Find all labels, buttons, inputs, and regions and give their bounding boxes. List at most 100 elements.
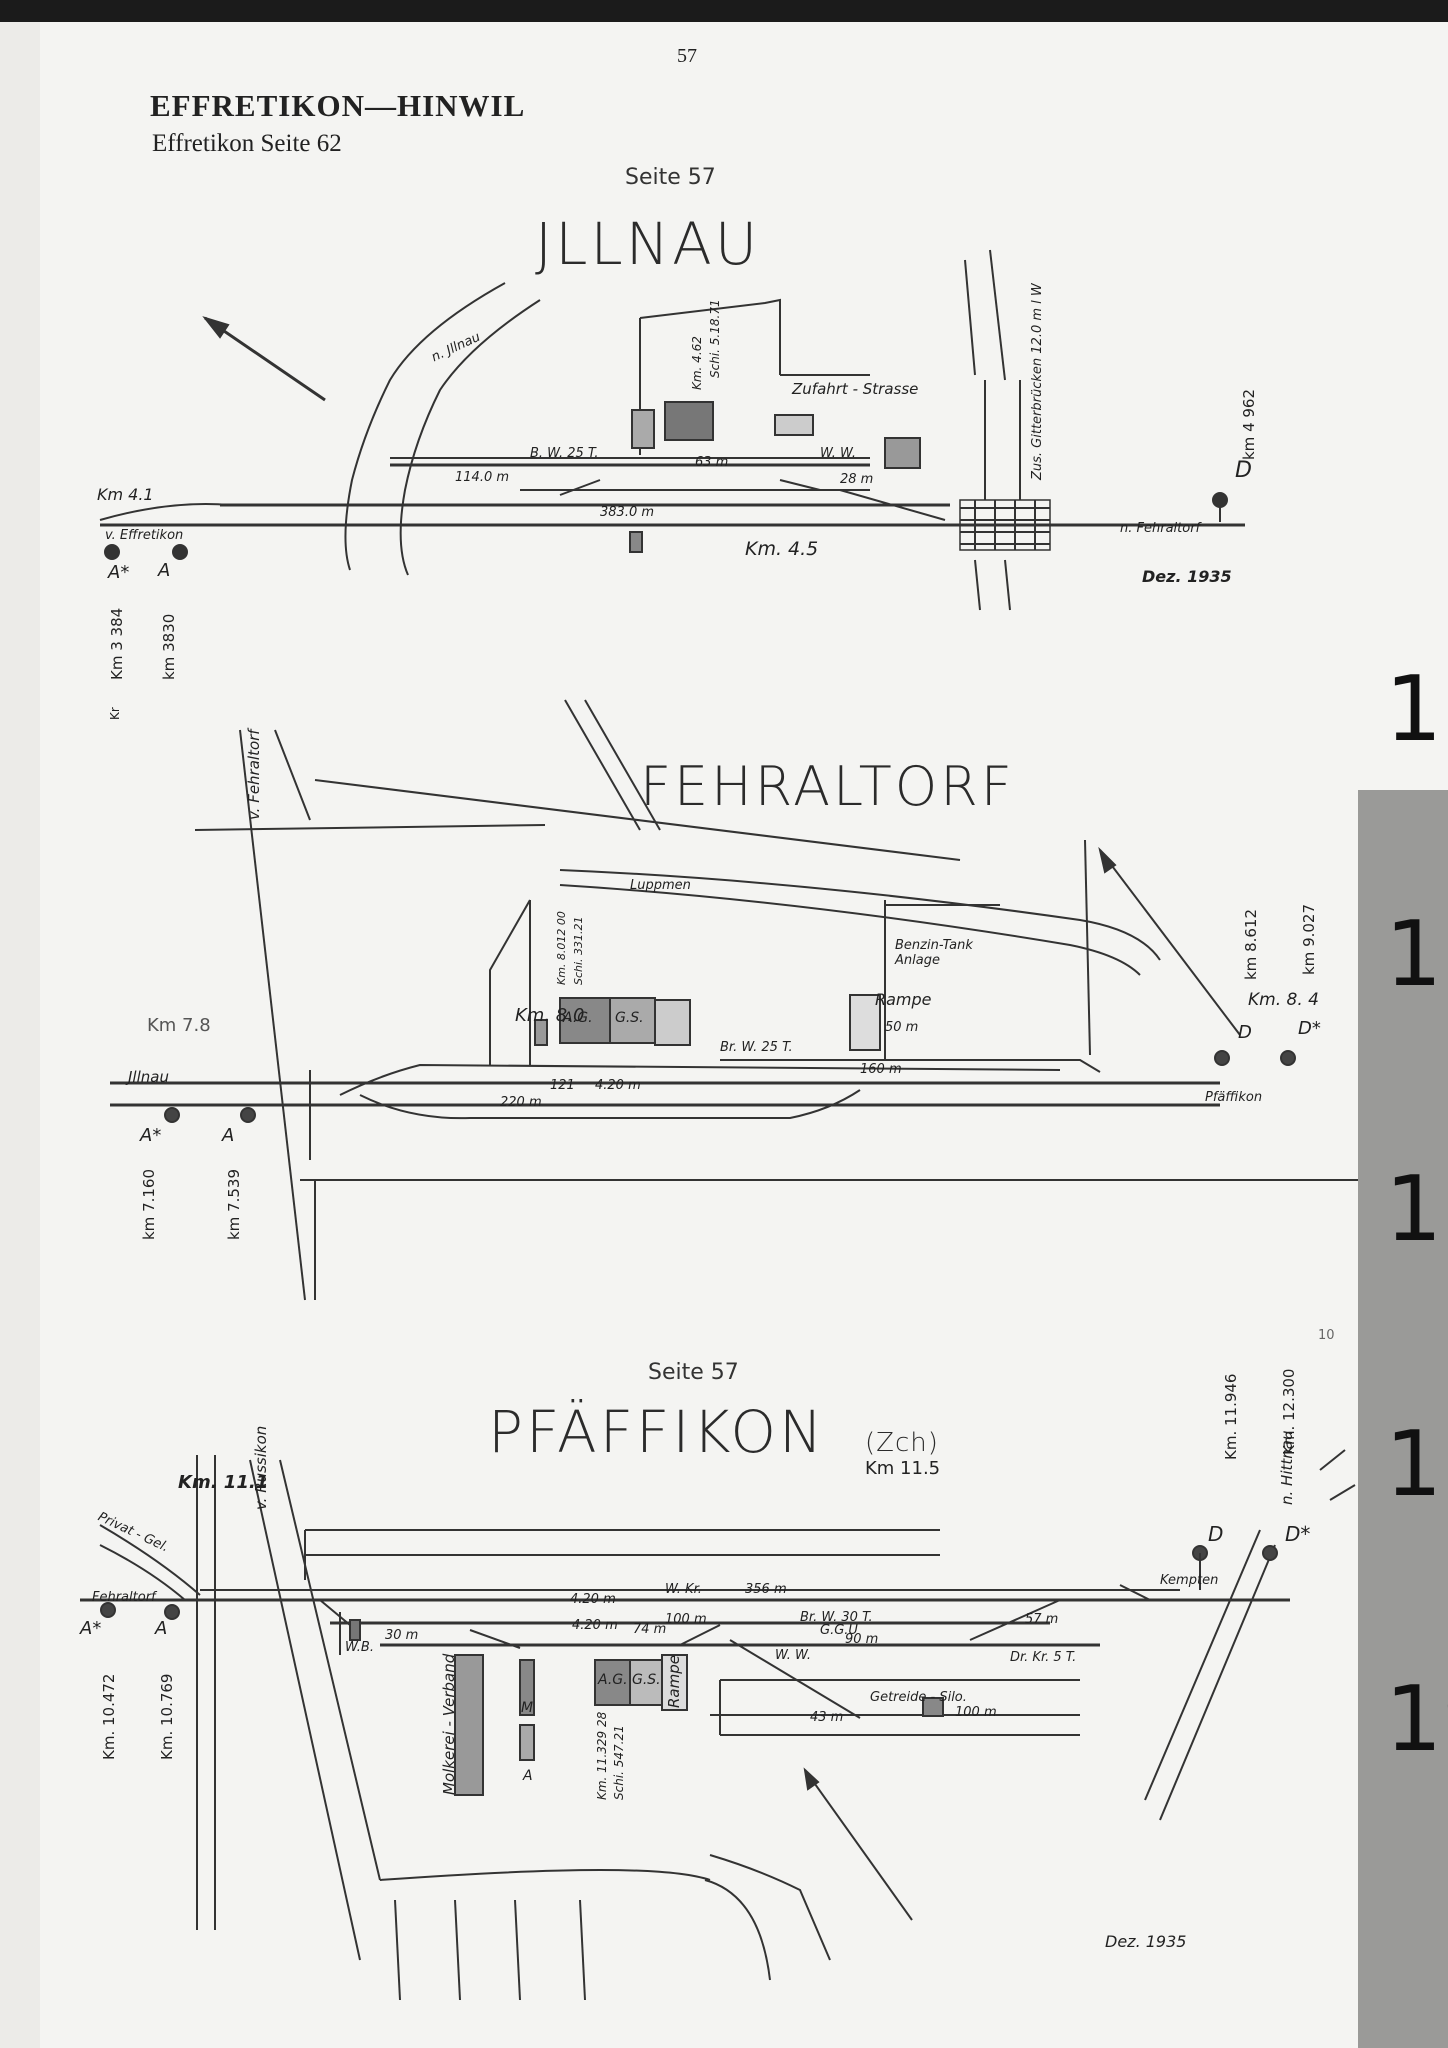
illnau-km-45: Km. 4.5 xyxy=(745,538,819,560)
pfaeffikon-date: Dez. 1935 xyxy=(1105,1932,1187,1951)
illnau-title: JLLNAU xyxy=(535,210,761,278)
pfaeffikon-title-suffix: (Zch) xyxy=(865,1428,939,1458)
illnau-from-effretikon: v. Effretikon xyxy=(105,528,184,543)
tab-1: 1 xyxy=(1385,657,1443,762)
pfaeffikon-a: A xyxy=(523,1768,533,1784)
fehraltorf-len-420: 4.20 m xyxy=(595,1078,641,1093)
pfaeffikon-title: PFÄFFIKON xyxy=(488,1398,826,1466)
fehraltorf-km-84: Km. 8. 4 xyxy=(1248,990,1319,1010)
pfaeffikon-plan xyxy=(80,1449,1356,2001)
illnau-date: Dez. 1935 xyxy=(1142,567,1232,586)
illnau-km-4962: km 4 962 xyxy=(1240,388,1258,460)
pfaeffikon-drkr: Dr. Kr. 5 T. xyxy=(1010,1650,1077,1665)
illnau-len-383: 383.0 m xyxy=(600,505,655,520)
fehraltorf-rampe-len: 50 m xyxy=(885,1020,919,1035)
pfaeffikon-len-100: 100 m xyxy=(665,1612,707,1627)
fehraltorf-signal-a-star: A* xyxy=(140,1125,162,1146)
illnau-to-fehraltorf: n. Fehraltorf xyxy=(1120,521,1201,536)
fehraltorf-km-8612: km 8.612 xyxy=(1242,908,1260,980)
illnau-signal-d: D xyxy=(1235,458,1252,483)
fehraltorf-benzin: Benzin-Tank Anlage xyxy=(895,938,973,968)
line-title: EFFRETIKON—HINWIL xyxy=(150,88,526,123)
pfaeffikon-len-90: 90 m xyxy=(845,1632,879,1647)
illnau-ww: W. W. xyxy=(820,446,856,461)
pfaeffikon-len-356: 356 m xyxy=(745,1582,787,1597)
illnau-len-114: 114.0 m xyxy=(455,470,510,485)
fehraltorf-signal-d: D xyxy=(1238,1022,1252,1043)
pfaeffikon-km-10472: Km. 10.472 xyxy=(100,1673,118,1760)
fehraltorf-km-7160: km 7.160 xyxy=(140,1168,158,1240)
tab-18: 18 xyxy=(1385,1420,1448,1510)
fehraltorf-signal-a: A xyxy=(222,1125,235,1146)
pfaeffikon-len-30: 30 m xyxy=(385,1628,419,1643)
tab-19: 19 xyxy=(1385,1675,1448,1765)
pfaeffikon-km-115: Km 11.5 xyxy=(865,1458,941,1479)
fehraltorf-luppmen: Luppmen xyxy=(630,878,691,893)
illnau-kr: Kr xyxy=(108,707,122,720)
tab-17: 17 xyxy=(1385,1165,1448,1255)
tab-16: 16 xyxy=(1385,910,1448,1000)
pfaeffikon-km-10769: Km. 10.769 xyxy=(158,1673,176,1760)
pfaeffikon-m: M xyxy=(521,1700,534,1716)
illnau-signal-a-star: A* xyxy=(108,562,130,583)
illnau-crossing: Zus. Gitterbrücken 12.0 m l W xyxy=(1030,283,1045,480)
fehraltorf-km-7539: km 7.539 xyxy=(225,1168,243,1240)
illnau-schi: Schi. 5.18.71 xyxy=(708,299,722,378)
pfaeffikon-len-43: 43 m xyxy=(810,1710,844,1725)
pfaeffikon-signal-a: A xyxy=(155,1618,168,1639)
fehraltorf-len-160: 160 m xyxy=(860,1062,902,1077)
fehraltorf-len-220: 220 m xyxy=(500,1095,542,1110)
pfaeffikon-ww: W. W. xyxy=(775,1648,811,1663)
pfaeffikon-seite: Seite 57 xyxy=(648,1360,739,1385)
fehraltorf-to-pfaeffikon: Pfäffikon xyxy=(1205,1090,1263,1105)
illnau-len-28: 28 m xyxy=(840,472,874,487)
pfaeffikon-km-station: Km. 11.329 28 xyxy=(595,1711,609,1800)
pfaeffikon-wkr: W. Kr. xyxy=(665,1582,702,1597)
fehraltorf-km-80: Km. 8.0 xyxy=(515,1005,585,1026)
illnau-km-41: Km 4.1 xyxy=(97,485,154,504)
pfaeffikon-km-11946: Km. 11.946 xyxy=(1222,1373,1240,1460)
illnau-seite: Seite 57 xyxy=(625,165,716,190)
illnau-plan xyxy=(99,249,1245,611)
pfaeffikon-to-kempten: Kempten xyxy=(1160,1573,1219,1588)
pfaeffikon-brw: Br. W. 30 T. xyxy=(800,1610,873,1625)
fehraltorf-ag: A.G. xyxy=(563,1010,593,1026)
page-number: 57 xyxy=(677,45,697,67)
pfaeffikon-signal-d-star: D* xyxy=(1285,1522,1311,1546)
illnau-signal-a: A xyxy=(158,560,171,581)
pfaeffikon-len-420b: 4.20 m xyxy=(572,1618,618,1633)
fehraltorf-km-station: Km. 8.012 00 xyxy=(555,911,568,985)
fehraltorf-gs: G.S. xyxy=(615,1010,644,1026)
fehraltorf-road-label: v. Fehraltorf xyxy=(245,729,263,820)
pfaeffikon-rampe: Rampe xyxy=(665,1655,683,1708)
illnau-street: Zufahrt - Strasse xyxy=(792,380,919,398)
fehraltorf-km-9027: km 9.027 xyxy=(1300,903,1318,975)
fehraltorf-plan xyxy=(110,699,1400,1301)
pfaeffikon-ggu: G.G.U xyxy=(820,1623,858,1638)
illnau-bw: B. W. 25 T. xyxy=(530,446,599,461)
pfaeffikon-len-57: 57 m xyxy=(1025,1612,1059,1627)
fehraltorf-len-121: 121 xyxy=(550,1078,575,1093)
fehraltorf-from-jllnau: Jllnau xyxy=(128,1068,169,1086)
line-reference: Effretikon Seite 62 xyxy=(152,130,342,157)
illnau-len-63: 63 m xyxy=(695,455,729,470)
illnau-km-station: Km. 4.62 xyxy=(690,336,704,390)
pfaeffikon-gs: G.S. xyxy=(632,1672,661,1688)
pfaeffikon-schi: Schi. 547.21 xyxy=(612,1725,626,1800)
fehraltorf-rampe: Rampe xyxy=(875,990,932,1009)
pfaeffikon-len-100b: 100 m xyxy=(955,1705,997,1720)
pfaeffikon-km-111: Km. 11.1 xyxy=(178,1472,269,1493)
fehraltorf-signal-d-star: D* xyxy=(1298,1018,1321,1039)
pfaeffikon-km-12300: Km. 12.300 xyxy=(1280,1368,1298,1455)
pfaeffikon-silo: Getreide - Silo. xyxy=(870,1690,967,1705)
illnau-km-3384: Km 3 384 xyxy=(108,607,126,680)
pfaeffikon-wb: W.B. xyxy=(345,1640,374,1655)
fehraltorf-schi: Schi. 331.21 xyxy=(572,916,585,985)
pfaeffikon-from-fehraltorf: Fehraltorf xyxy=(92,1590,156,1605)
pfaeffikon-road-russikon: v. Russikon xyxy=(252,1425,270,1510)
illnau-km-3830: km 3830 xyxy=(160,613,178,680)
margin-note: 10 xyxy=(1318,1328,1335,1343)
pfaeffikon-len-420a: 4.20 m xyxy=(570,1592,616,1607)
